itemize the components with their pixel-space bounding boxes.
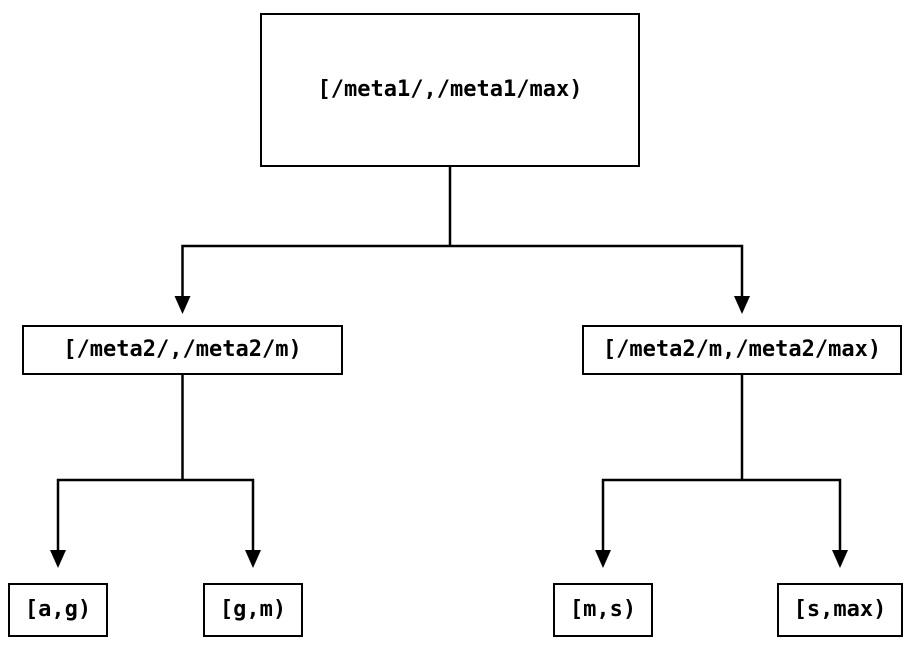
tree-node-meta2-low: [/meta2/,/meta2/m) <box>22 325 343 375</box>
arrow-down-icon <box>50 550 66 568</box>
edge-meta2low-branch <box>56 478 255 550</box>
tree-leaf-a-g: [a,g) <box>8 583 108 637</box>
arrow-down-icon <box>245 550 261 568</box>
arrow-down-icon <box>174 296 191 314</box>
tree-node-meta2-high: [/meta2/m,/meta2/max) <box>582 325 902 375</box>
edge-meta2high-branch <box>601 478 842 550</box>
tree-leaf-m-s: [m,s) <box>553 583 653 637</box>
tree-leaf-s-max: [s,max) <box>777 583 903 637</box>
tree-node-root: [/meta1/,/meta1/max) <box>260 13 640 167</box>
tree-leaf-g-m: [g,m) <box>203 583 303 637</box>
arrow-down-icon <box>734 296 750 314</box>
edge-meta2high-to-leaves <box>595 375 848 568</box>
arrow-down-icon <box>832 550 848 568</box>
arrow-down-icon <box>595 550 611 568</box>
edge-root-branch <box>181 244 744 296</box>
edge-meta2low-to-leaves <box>50 375 261 568</box>
edge-root-to-children <box>174 167 750 314</box>
